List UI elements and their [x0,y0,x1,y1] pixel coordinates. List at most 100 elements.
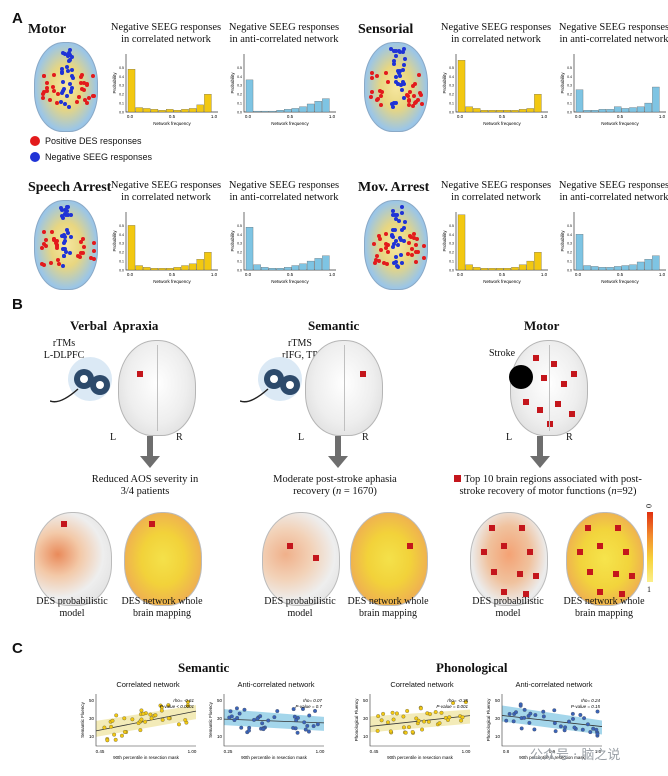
negative-electrode [66,58,71,63]
positive-electrode [384,246,389,251]
scatter-point [305,723,310,728]
y-axis-label: Probability [560,72,565,94]
histogram-bar [245,79,254,113]
motor-region-marker [569,411,575,417]
negative-electrode [69,234,74,239]
positive-electrode [40,96,45,101]
histogram-bar [253,110,261,113]
scatter-title: Anti-correlated network [515,680,593,689]
scatter-point [307,713,312,718]
histogram-bar [188,108,197,113]
x-tick-label: 0.0 [245,114,252,119]
negative-electrode [63,102,68,107]
y-tick-label: 0.0 [237,269,242,273]
x-tick-label: 0.0 [457,272,464,277]
verbal-apraxia-title: Verbal Apraxia [70,318,159,333]
x-tick-label: 0.8 [503,749,510,754]
regression-line [223,718,325,724]
scatter-point [379,718,384,723]
motor-region-marker [587,569,593,575]
negative-electrode [392,59,397,64]
negative-electrode [402,238,407,243]
negative-electrode [401,82,406,87]
histogram-bar [644,102,652,113]
positive-electrode [406,93,411,98]
x-tick-label: 0.5 [499,272,506,277]
histogram-bar [196,259,204,271]
positive-electrode [375,253,380,258]
histogram-bar [314,101,322,113]
positive-electrode [410,247,415,252]
positive-electrode [407,240,412,245]
scatter-point [306,729,311,734]
scatter-point [595,731,600,736]
y-tick-label: 50 [363,698,369,703]
x-tick-label: 1.0 [541,114,548,119]
x-axis-label: Network frequency [601,121,639,126]
histogram-bar [306,260,315,271]
hist-title-correlated: Negative SEEG responses in correlated ne… [440,180,552,203]
y-axis-label: Probability [112,72,117,94]
negative-electrode [400,261,405,266]
condition-title: Mov. Arrest [358,180,430,195]
positive-electrode [385,261,390,266]
negative-electrode [394,75,399,80]
positive-electrode [383,242,388,247]
stim-verbal: rTMs L-DLPFC [43,338,85,361]
motor-region-marker [533,573,539,579]
brain-motor-model [470,512,548,606]
y-axis-label: Probability [560,230,565,252]
positive-electrode [47,98,52,103]
histogram-bar [614,106,622,113]
x-tick-label: 0.5 [169,272,176,277]
hist-title-anticorrelated: Negative SEEG responses in anti-correlat… [558,180,668,203]
negative-dot-icon [30,152,40,162]
positive-electrode [412,236,417,241]
caption-des-model: DES probabilistic model [264,596,336,619]
negative-electrode [66,231,71,236]
scatter-point [420,727,424,732]
negative-electrode [390,102,395,107]
motor-region-marker [555,401,561,407]
axis-lines [243,54,336,113]
negative-electrode [392,228,397,233]
positive-electrode [407,98,412,103]
x-tick-label: 0.9 [549,749,556,754]
positive-electrode [42,89,47,94]
histogram-bar [150,268,159,271]
negative-electrode [395,213,400,218]
scatter-point [242,707,247,712]
positive-electrode [369,76,374,81]
semantic-target-marker [313,555,319,561]
scatter-point [541,714,546,719]
motor-region-marker [585,525,591,531]
hist-title-anticorrelated: Negative SEEG responses in anti-correlat… [228,22,340,45]
colorbar-top-label: 0 [644,504,653,508]
positive-electrode [56,258,61,263]
motor-region-marker [597,543,603,549]
y-tick-label: 0.4 [237,233,242,237]
scatter-point [291,726,296,730]
histogram-bar [629,264,637,271]
motor-region-marker [523,399,529,405]
positive-electrode [41,230,46,235]
negative-electrode [401,62,406,67]
positive-electrode [386,80,391,85]
positive-electrode [386,242,390,247]
negative-electrode [59,71,64,76]
scatter-point [247,728,251,733]
negative-electrode [399,210,404,215]
brain-verbal-model [34,512,112,606]
histogram-bar [503,268,512,271]
hist-title-anticorrelated: Negative SEEG responses in anti-correlat… [228,180,340,203]
negative-electrode [399,205,404,209]
motor-region-marker [527,549,533,555]
negative-electrode [391,261,396,265]
positive-electrode [56,262,61,267]
negative-electrode [68,47,73,52]
scatter-point [149,716,154,721]
label-l: L [110,432,117,443]
scatter-point [303,727,308,732]
histogram-bar [575,234,584,271]
